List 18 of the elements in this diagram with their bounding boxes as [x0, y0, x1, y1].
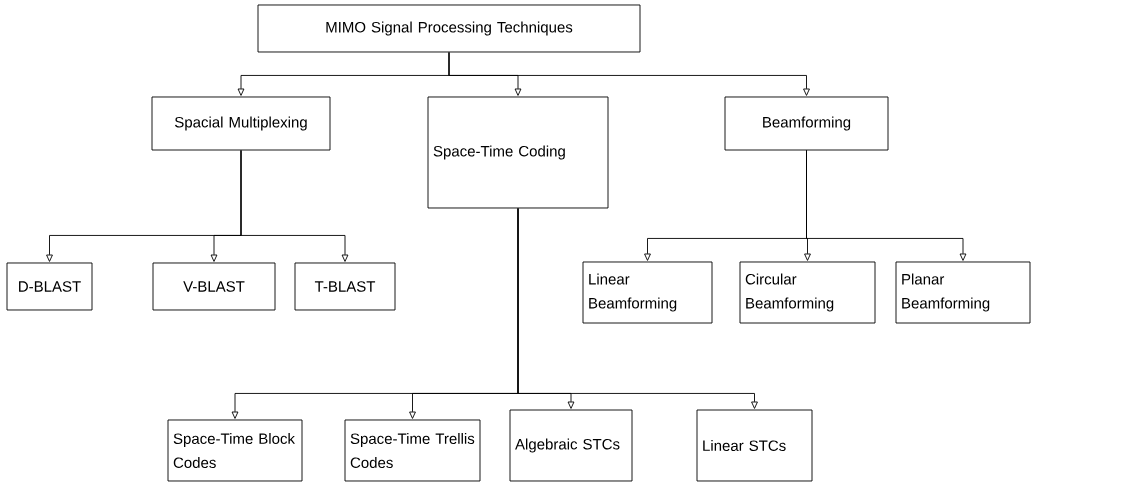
arrow — [448, 52, 810, 96]
process-box: Space-Time Coding — [427, 96, 609, 209]
process-box: Space-Time Block Codes — [167, 419, 303, 482]
process-box: Space-Time Trellis Codes — [344, 419, 481, 482]
arrow — [240, 150, 349, 262]
process-box: Planar Beamforming — [895, 261, 1031, 324]
process-box: Linear STCs — [696, 409, 813, 482]
process-box: Spacial Multiplexing — [151, 96, 331, 151]
arrow — [806, 150, 967, 261]
process-box: Circular Beamforming — [739, 261, 876, 324]
process-box: MIMO Signal Processing Techniques — [257, 4, 641, 53]
process-box: Algebraic STCs — [509, 409, 633, 482]
process-box: Linear Beamforming — [582, 261, 713, 324]
process-box: V-BLAST — [152, 262, 276, 311]
arrow — [517, 208, 758, 409]
process-box: D-BLAST — [6, 262, 93, 311]
process-box: Beamforming — [724, 96, 889, 151]
process-box: T-BLAST — [294, 262, 396, 311]
